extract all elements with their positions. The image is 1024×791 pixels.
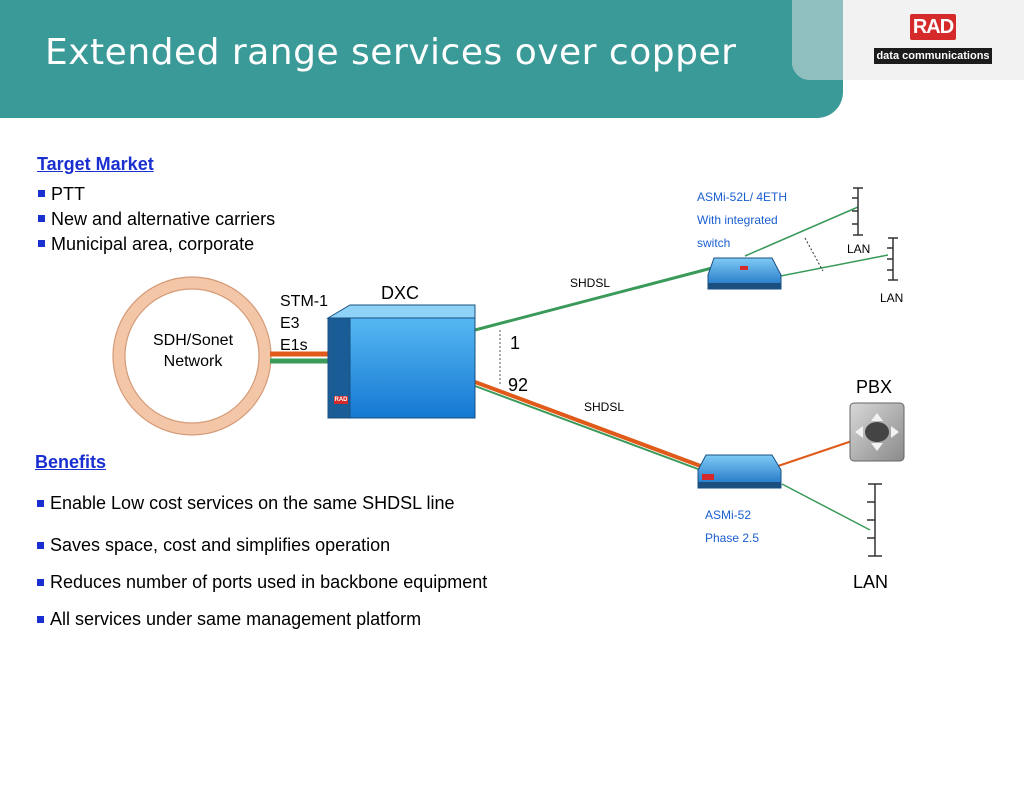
interface-label: STM-1 [280,293,328,310]
rad-logo-subtext: data communications [874,48,992,64]
ring-dxc-link [270,351,330,364]
asmi-top-device [707,257,782,290]
lan-bus-top-1 [852,187,863,236]
target-market-item: Municipal area, corporate [37,232,275,257]
shdsl-label-top: SHDSL [570,276,611,290]
slide-title: Extended range services over copper [45,32,737,73]
target-market-item: New and alternative carriers [37,207,275,232]
shdsl-link-bottom [474,380,707,473]
lan-label-bottom: LAN [853,572,889,592]
asmi-bottom-label: Phase 2.5 [705,531,760,545]
asmi-top-label: ASMi-52L/ 4ETH [697,190,788,204]
target-market-item: PTT [37,182,275,207]
benefits-list: Enable Low cost services on the same SHD… [36,493,487,646]
benefits-item: Enable Low cost services on the same SHD… [36,493,487,535]
dxc-label: DXC [381,283,420,303]
asmi-bottom-lan-link [781,483,871,531]
lan-bus-top-2 [887,237,898,281]
header-banner [0,0,843,118]
dxc-device-logo: RAD [334,397,348,403]
dxc-box [326,304,476,419]
target-market-list: PTT New and alternative carriers Municip… [37,182,275,257]
pbx-label: PBX [856,377,893,397]
interface-label: E3 [280,315,300,332]
asmi-bottom-device [697,454,782,489]
asmi-bottom-label: ASMi-52 [705,508,752,522]
shdsl-link-top [474,266,713,332]
benefits-item: Reduces number of ports used in backbone… [36,572,487,609]
network-label: SDH/Sonet Network [152,332,234,370]
asmi-top-lan-link [744,206,859,257]
header-accent-strip [792,0,843,80]
rad-logo-mark: RAD [910,14,956,40]
benefits-title: Benefits [35,452,107,472]
switch-marker [804,237,824,272]
shdsl-label-bottom: SHDSL [584,400,625,414]
port-last-label: 92 [508,375,529,395]
benefits-item: Saves space, cost and simplifies operati… [36,535,487,572]
asmi-top-label: With integrated [697,213,778,227]
lan-bus-bottom [867,483,882,557]
interface-label: E1s [280,337,308,354]
rad-logo: RAD data communications [874,14,992,66]
asmi-top-label: switch [697,236,731,250]
target-market-title: Target Market [37,154,154,174]
port-first-label: 1 [510,333,521,353]
lan-label-top-2: LAN [880,291,904,305]
benefits-item: All services under same management platf… [36,609,487,646]
pbx-icon [849,402,905,462]
asmi-pbx-link [777,440,853,467]
lan-label-top-1: LAN [847,242,871,256]
